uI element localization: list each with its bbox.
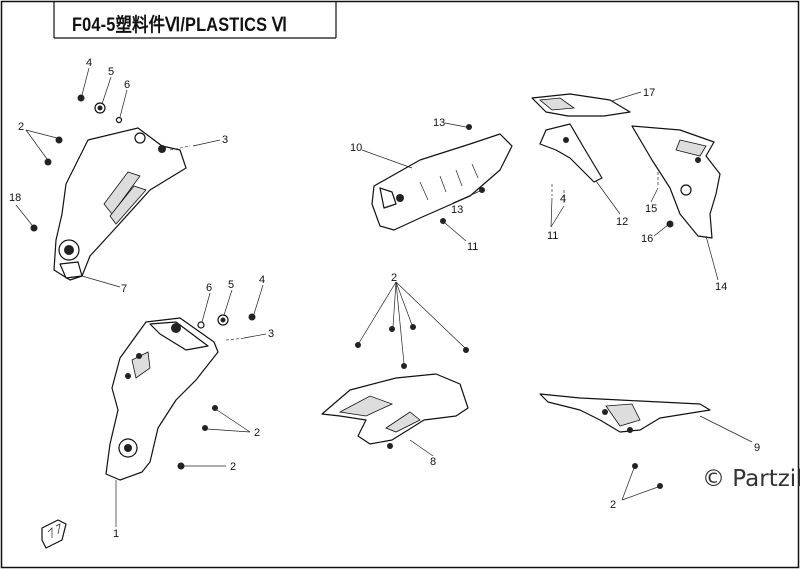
part-17-cover [531,93,631,117]
callout-4: 4 [259,274,265,286]
callout-6: 6 [124,79,130,91]
callout-2: 2 [610,499,616,511]
front-direction-icon [41,519,67,549]
callout-17: 17 [643,87,655,99]
callout-11: 11 [467,241,478,253]
part-14-rear-fender [631,125,721,239]
callout-2: 2 [230,461,236,473]
callout-labels: 4 5 6 2 3 18 7 6 5 4 3 2 2 1 13 10 13 11… [9,57,760,540]
callout-3: 3 [268,328,274,340]
part-9-chain-guard [539,393,711,433]
part-10-rear-cover [371,133,513,231]
callout-16: 16 [641,233,653,245]
callout-14: 14 [715,281,727,293]
part-12-bracket [539,123,603,183]
diagram-title: F04-5塑料件Ⅵ/PLASTICS Ⅵ [72,15,288,36]
callout-4: 4 [86,57,92,69]
callout-9: 9 [754,442,760,454]
callout-13: 13 [451,204,463,216]
part-9-hardware [632,463,663,489]
callout-7: 7 [121,283,127,295]
part-7-hardware [30,94,191,232]
callout-2: 2 [254,427,260,439]
callout-6: 6 [206,282,212,294]
part-7-side-cover [53,127,187,281]
callout-2: 2 [391,272,397,284]
part-1-side-cover [105,317,219,481]
leader-lines [15,67,753,527]
callout-18: 18 [9,192,21,204]
callout-5: 5 [228,279,234,291]
callout-15: 15 [645,203,657,215]
part-8-hardware [355,324,469,369]
callout-11: 11 [547,230,558,242]
callout-10: 10 [350,142,362,154]
watermark: © Partzilla [702,466,800,492]
callout-8: 8 [430,456,436,468]
callout-1: 1 [113,528,119,540]
callout-5: 5 [108,66,114,78]
part-1-hardware [177,313,256,470]
callout-13: 13 [433,117,445,129]
part-8-tank-cover [321,373,469,449]
callout-12: 12 [616,216,628,228]
callout-2: 2 [18,121,24,133]
part-14-hardware [440,124,674,228]
callout-4: 4 [560,193,566,205]
callout-3: 3 [222,134,228,146]
